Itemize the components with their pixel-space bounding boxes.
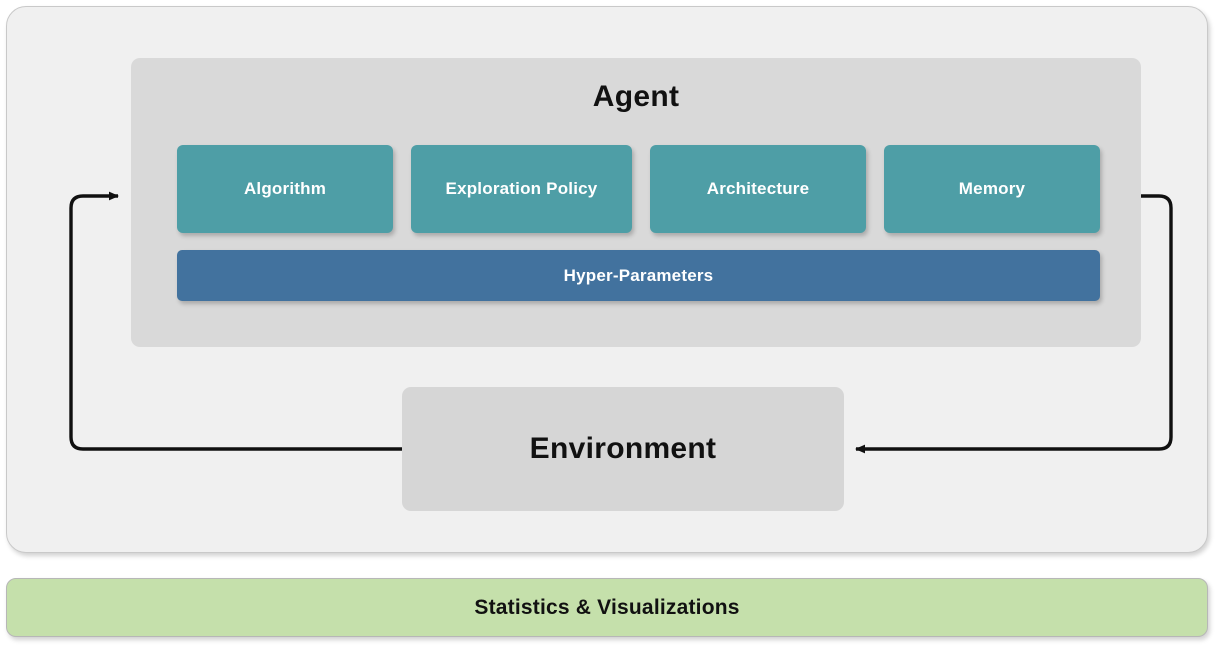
hyper-parameters-bar[interactable]: Hyper-Parameters [177,250,1100,301]
environment-label: Environment [529,432,717,465]
agent-component-exploration-policy[interactable]: Exploration Policy [411,145,632,233]
agent-component-architecture[interactable]: Architecture [650,145,866,233]
agent-panel: Agent Algorithm Exploration Policy Archi… [131,58,1141,347]
statistics-visualizations-bar[interactable]: Statistics & Visualizations [6,578,1208,637]
agent-component-algorithm[interactable]: Algorithm [177,145,393,233]
system-container: Agent Algorithm Exploration Policy Archi… [6,6,1208,553]
agent-component-algorithm-label: Algorithm [243,179,327,198]
hyper-parameters-label: Hyper-Parameters [563,265,714,285]
agent-component-row: Algorithm Exploration Policy Architectur… [177,145,1100,233]
agent-component-memory-label: Memory [958,179,1026,198]
agent-component-memory[interactable]: Memory [884,145,1100,233]
agent-component-architecture-label: Architecture [706,179,810,198]
environment-box[interactable]: Environment [402,387,844,511]
agent-title: Agent [592,80,680,113]
agent-component-exploration-policy-label: Exploration Policy [445,179,598,198]
statistics-visualizations-label: Statistics & Visualizations [474,595,740,619]
